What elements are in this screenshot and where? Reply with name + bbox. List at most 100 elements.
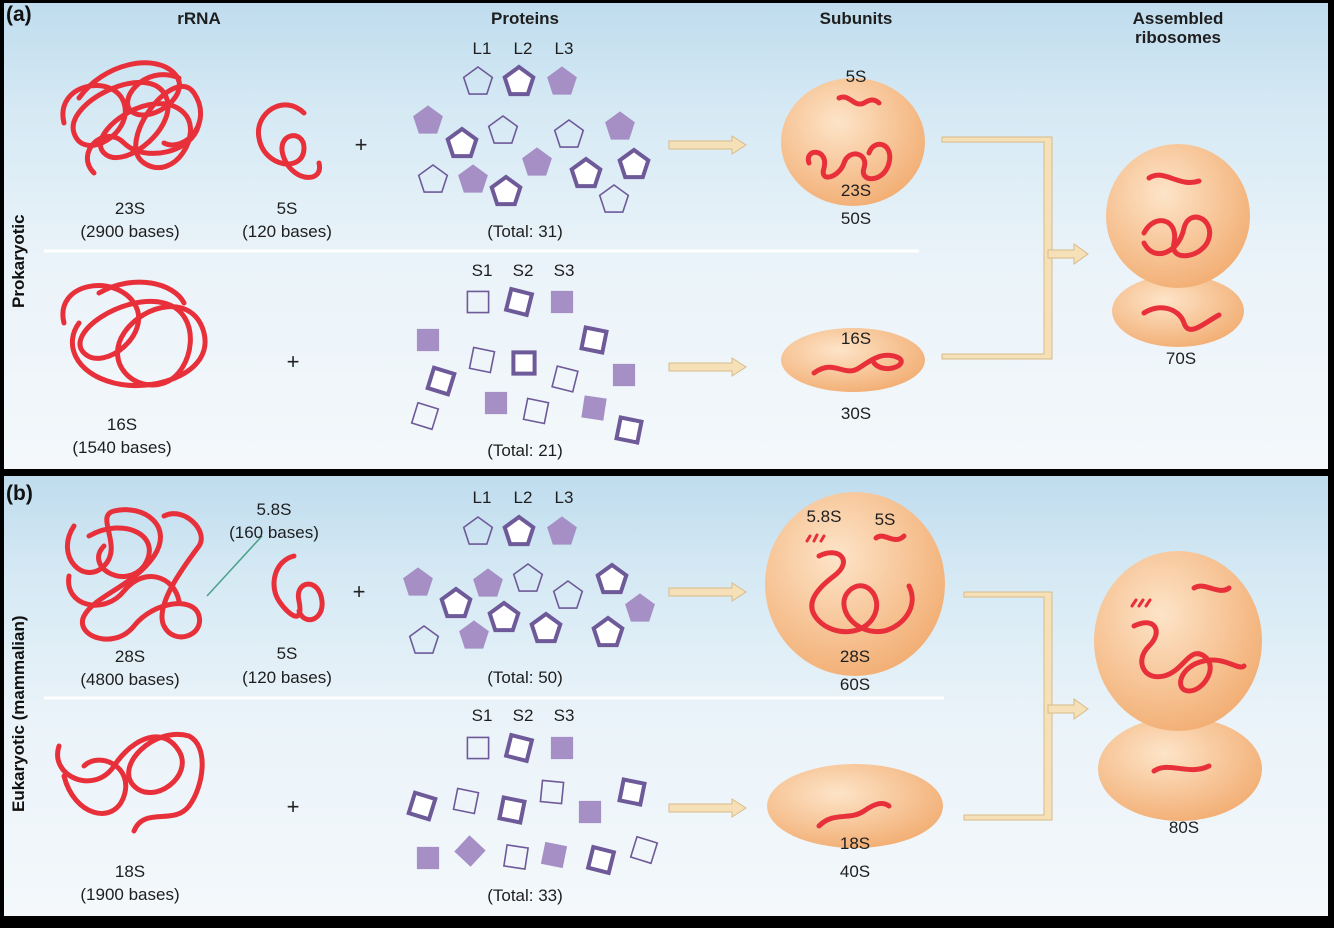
- ribosomal-protein-glyph: [569, 156, 603, 189]
- subunit-rna-23s: 23S: [840, 181, 872, 200]
- header-subunits: Subunits: [819, 9, 893, 28]
- plus-sign: +: [354, 132, 368, 157]
- protein-label-s3: S3: [553, 706, 575, 725]
- ribosomal-protein-glyph: [539, 779, 565, 805]
- ribosomal-protein-glyph: [408, 625, 440, 654]
- rrna-bases-5s: (120 bases): [242, 668, 332, 687]
- header-proteins: Proteins: [490, 9, 560, 28]
- assembled-rrna: [1141, 172, 1222, 332]
- plus-sign: +: [286, 794, 300, 819]
- protein-label-l3: L3: [554, 39, 574, 58]
- ribosomal-protein-glyph: [511, 350, 537, 376]
- protein-total: (Total: 50): [487, 668, 563, 687]
- ribosomal-protein-glyph: [550, 290, 574, 314]
- ribosomal-protein-glyph: [550, 736, 574, 760]
- subunit-rna-18s: 18S: [839, 834, 871, 853]
- small-subunit-rrna: [811, 352, 904, 376]
- ribosomal-protein-glyph: [617, 777, 647, 807]
- ribosomal-protein-glyph: [413, 105, 443, 134]
- ribosomal-protein-glyph: [502, 514, 536, 547]
- protein-label-l1: L1: [472, 39, 492, 58]
- ribosomal-protein-glyph: [598, 184, 630, 213]
- protein-total: (Total: 33): [487, 886, 563, 905]
- assembled-name-70s: 70S: [1165, 349, 1197, 368]
- ribosomal-protein-glyph: [484, 391, 508, 415]
- ribosomal-protein-glyph: [497, 795, 527, 825]
- small-subunit-rrna: [816, 801, 892, 829]
- ribosomal-protein-glyph: [473, 568, 503, 597]
- rrna-label-5-8s: 5.8S: [256, 500, 292, 519]
- ribosomal-protein-glyph: [612, 363, 636, 387]
- protein-total: (Total: 31): [487, 222, 563, 241]
- subunit-rna-5-8s: 5.8S: [806, 507, 842, 526]
- ribosomal-protein-glyph: [579, 325, 609, 355]
- ribosomal-protein-glyph: [466, 736, 490, 760]
- subunit-name-30s: 30S: [840, 404, 872, 423]
- ribosomal-protein-glyph: [553, 119, 585, 148]
- protein-total: (Total: 21): [487, 441, 563, 460]
- large-subunit-rrna: [805, 94, 893, 182]
- rrna-5s-strand: [256, 102, 322, 180]
- eukaryotic-artwork: [44, 492, 1262, 876]
- panel-tag: (b): [6, 482, 33, 505]
- ribosomal-protein-glyph: [551, 365, 579, 393]
- ribosomal-protein-glyph: [629, 835, 659, 865]
- assembled-large-shape: [1106, 144, 1250, 288]
- flow-arrows: [668, 135, 1089, 377]
- subunit-name-60s: 60S: [839, 675, 871, 694]
- assembled-rrna: [1130, 583, 1247, 774]
- ribosomal-protein-glyph: [547, 516, 577, 545]
- header-assembled: Assembled ribosomes: [1132, 9, 1224, 47]
- rrna-label-16s: 16S: [106, 415, 138, 434]
- large-subunit-rrna: [805, 533, 915, 635]
- ribosomal-protein-glyph: [522, 147, 552, 176]
- leader-line: [206, 535, 263, 597]
- ribosomal-protein-glyph: [403, 567, 433, 596]
- ribosomal-protein-glyph: [585, 844, 617, 876]
- ribosomal-protein-glyph: [540, 841, 568, 869]
- ribosomal-protein-glyph: [547, 66, 577, 95]
- ribosomal-protein-glyph: [458, 164, 488, 193]
- rrna-label-5s: 5S: [276, 199, 298, 218]
- rrna-16s-strand: [60, 279, 208, 389]
- ribosomal-protein-glyph: [502, 64, 536, 97]
- rrna-label-18s: 18S: [114, 862, 146, 881]
- panel-tag: (a): [6, 3, 32, 26]
- protein-label-s2: S2: [512, 261, 534, 280]
- small-subunit-shape: [767, 764, 943, 848]
- rrna-label-28s: 28S: [114, 647, 146, 666]
- plus-sign: +: [286, 349, 300, 374]
- ribosomal-protein-glyph: [487, 115, 519, 144]
- protein-label-s2: S2: [512, 706, 534, 725]
- subunit-rna-16s: 16S: [840, 329, 872, 348]
- prokaryotic-panel: (a) Prokaryotic rRNA Proteins Subunits A…: [4, 3, 1328, 469]
- ribosomal-protein-glyph: [625, 593, 655, 622]
- ribosomal-protein-glyph: [591, 615, 625, 648]
- header-rrna: rRNA: [177, 9, 221, 28]
- ribosomal-protein-glyph: [462, 516, 494, 545]
- eukaryotic-panel: (b) Eukaryotic (mammalian) 5.8S (160 bas…: [4, 476, 1328, 916]
- ribosomal-protein-glyph: [452, 787, 480, 815]
- ribosomal-protein-glyph: [578, 800, 602, 824]
- ribosomal-protein-glyph: [410, 401, 440, 431]
- ribosomal-protein-glyph: [614, 415, 644, 445]
- assembled-name-80s: 80S: [1168, 818, 1200, 837]
- rrna-label-5s: 5S: [276, 644, 298, 663]
- rrna-23s-strand: [60, 60, 203, 176]
- ribosomal-protein-glyph: [617, 147, 651, 180]
- subunit-rna-28s: 28S: [839, 647, 871, 666]
- side-label: Prokaryotic: [9, 214, 28, 308]
- rrna-bases-5-8s: (160 bases): [229, 523, 319, 542]
- ribosomal-protein-glyph: [417, 164, 449, 193]
- ribosomal-protein-glyph: [439, 586, 473, 619]
- ribosomal-protein-glyph: [605, 111, 635, 140]
- ribosomal-protein-glyph: [459, 620, 489, 649]
- ribosomal-protein-glyph: [466, 290, 490, 314]
- ribosomal-protein-glyph: [502, 843, 530, 871]
- subunit-name-40s: 40S: [839, 862, 871, 881]
- subunit-name-50s: 50S: [840, 209, 872, 228]
- ribosomal-protein-glyph: [581, 395, 607, 421]
- rrna-18s-strand: [55, 732, 205, 834]
- ribosomal-protein-glyph: [522, 397, 550, 425]
- protein-label-s1: S1: [471, 706, 493, 725]
